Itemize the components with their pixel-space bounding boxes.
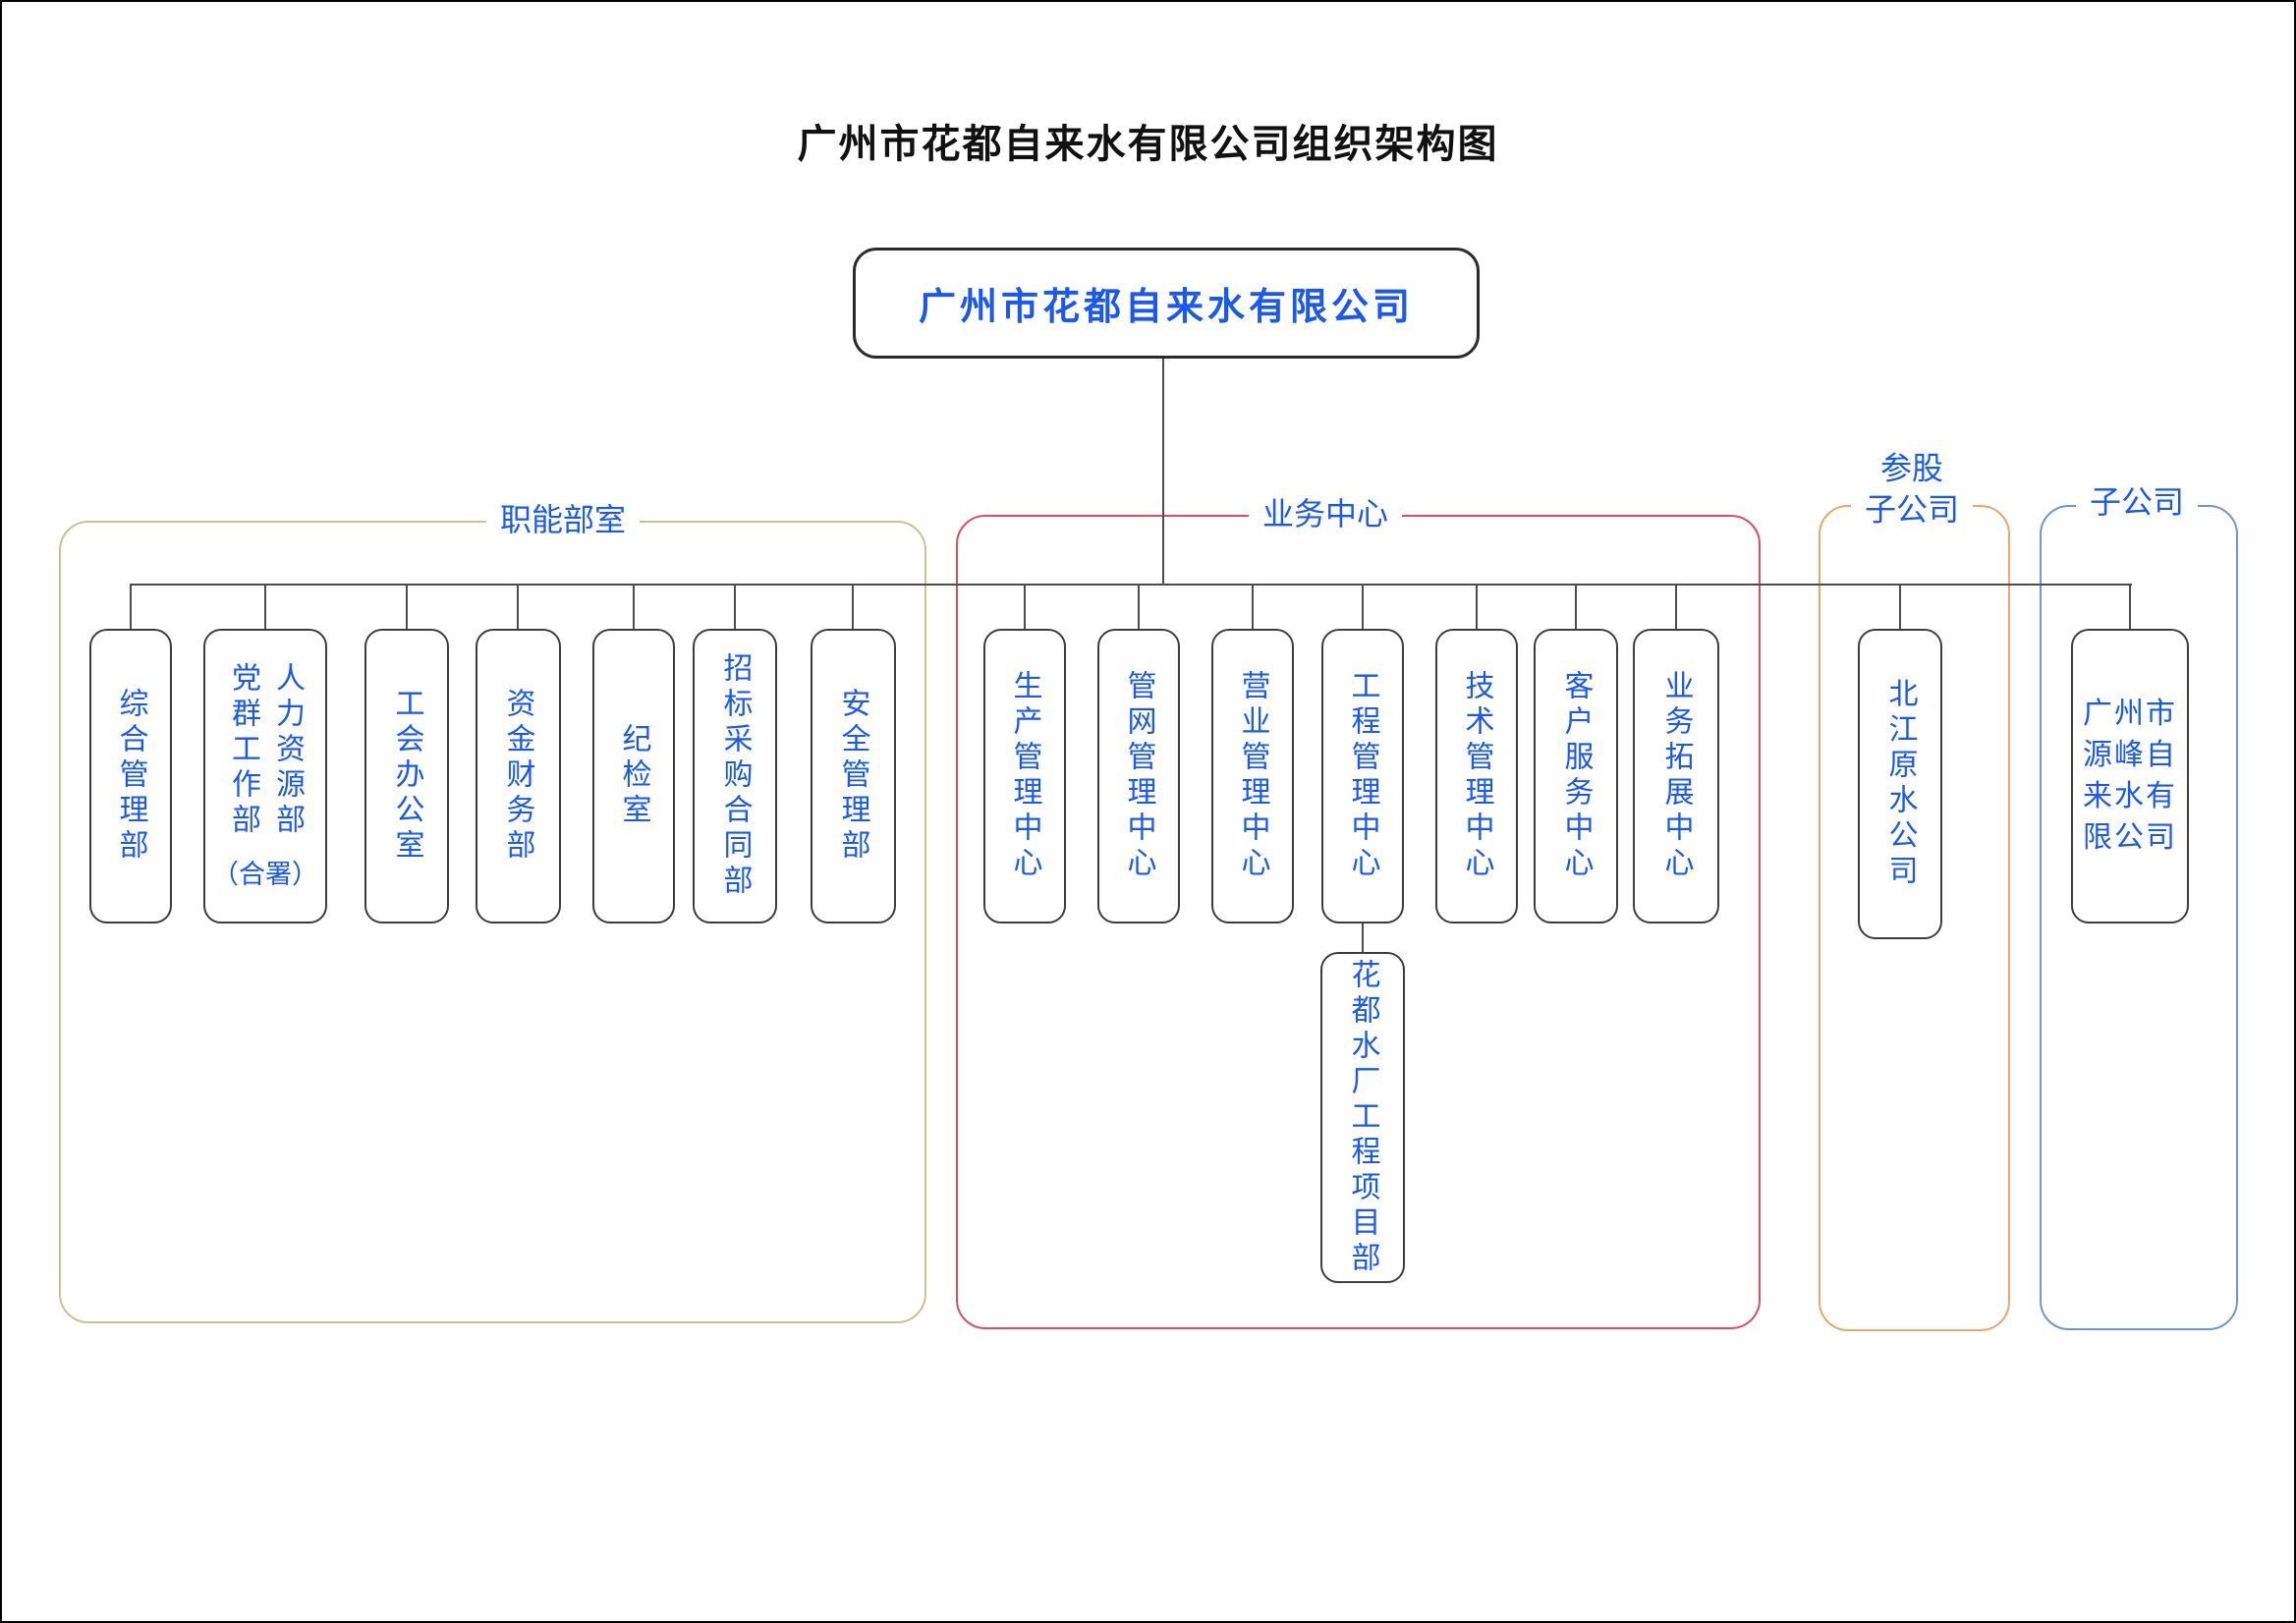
node-hr-party-dept: 人力资源部党群工作部 （合署） — [203, 629, 327, 923]
group-label-line: 职能部室 — [499, 502, 627, 538]
connector-pipeline-center — [1138, 584, 1140, 629]
connector-comprehensive-admin-dept — [130, 584, 132, 629]
node-huadu-plant-project-dept: 花都水厂工程项目部 — [1320, 952, 1405, 1283]
node-label: 纪检室 — [617, 723, 650, 829]
node-label: 技术管理中心 — [1460, 670, 1493, 882]
node-technology-center: 技术管理中心 — [1435, 629, 1518, 923]
node-comprehensive-admin-dept: 综合管理部 — [89, 629, 172, 923]
group-label-business: 业务中心 — [1248, 492, 1403, 537]
node-beijiang-raw-water: 北江原水公司 — [1858, 629, 1942, 939]
root-connector — [1162, 353, 1164, 584]
group-label-affiliated: 参股子公司 — [1850, 446, 1974, 532]
node-bidding-contract-dept: 招标采购合同部 — [693, 629, 777, 923]
node-label: 北江原水公司 — [1883, 678, 1917, 890]
node-discipline-office: 纪检室 — [592, 629, 675, 923]
node-funds-finance-dept: 资金财务部 — [475, 629, 561, 923]
root-node: 广州市花都自来水有限公司 — [853, 248, 1480, 359]
connector-production-center — [1024, 584, 1026, 629]
node-yuanfeng-water-company: 广州市源峰自来水有限公司 — [2071, 629, 2189, 923]
node-label: 业务拓展中心 — [1659, 670, 1693, 882]
connector-hr-party-dept — [264, 584, 266, 629]
node-label: 营业管理中心 — [1236, 670, 1269, 882]
node-label-column: 党群工作部 — [227, 661, 259, 839]
connector-huadu-plant-project-dept — [1362, 923, 1364, 952]
group-label-line: 子公司 — [2089, 484, 2185, 521]
node-label: 安全管理部 — [836, 688, 869, 865]
node-label-columns: 人力资源部党群工作部 — [221, 662, 309, 839]
node-label: 花都水厂工程项目部 — [1346, 958, 1379, 1277]
page-title: 广州市花都自来水有限公司组织架构图 — [797, 123, 1499, 166]
group-label-line: 子公司 — [1864, 491, 1960, 527]
bus-connector — [131, 584, 2132, 586]
node-customer-service-center: 客户服务中心 — [1534, 629, 1618, 923]
connector-customer-service-center — [1575, 584, 1577, 629]
node-engineering-center: 工程管理中心 — [1321, 629, 1404, 923]
node-business-dev-center: 业务拓展中心 — [1633, 629, 1719, 923]
group-label-subsidiary: 子公司 — [2075, 480, 2199, 526]
node-safety-dept: 安全管理部 — [810, 629, 896, 923]
connector-engineering-center — [1362, 584, 1364, 629]
connector-bidding-contract-dept — [734, 584, 736, 629]
connector-yuanfeng-water-company — [2129, 584, 2131, 629]
node-label: 生产管理中心 — [1008, 670, 1041, 882]
connector-safety-dept — [852, 584, 854, 629]
node-label: 工会办公室 — [390, 688, 423, 865]
node-sales-center: 营业管理中心 — [1211, 629, 1294, 923]
node-label: 广州市源峰自来水有限公司 — [2083, 698, 2177, 854]
connector-technology-center — [1476, 584, 1478, 629]
connector-beijiang-raw-water — [1899, 584, 1901, 629]
node-union-office: 工会办公室 — [364, 629, 449, 923]
root-node-label: 广州市花都自来水有限公司 — [918, 287, 1414, 328]
node-label: 工程管理中心 — [1346, 670, 1379, 882]
connector-discipline-office — [633, 584, 635, 629]
connector-sales-center — [1252, 584, 1254, 629]
connector-business-dev-center — [1675, 584, 1677, 629]
group-label-line: 参股 — [1879, 450, 1944, 486]
node-label: 综合管理部 — [114, 688, 147, 865]
connector-union-office — [406, 584, 408, 629]
node-label: 管网管理中心 — [1122, 670, 1155, 882]
node-label: 招标采购合同部 — [718, 652, 752, 900]
node-label: 客户服务中心 — [1559, 670, 1593, 882]
connector-funds-finance-dept — [517, 584, 519, 629]
group-label-functional: 职能部室 — [485, 498, 641, 543]
node-label-footer: （合署） — [212, 859, 318, 889]
node-production-center: 生产管理中心 — [983, 629, 1066, 923]
group-label-line: 业务中心 — [1261, 496, 1389, 532]
node-label: 资金财务部 — [501, 688, 534, 865]
node-pipeline-center: 管网管理中心 — [1097, 629, 1180, 923]
node-label-column: 人力资源部 — [271, 661, 304, 839]
